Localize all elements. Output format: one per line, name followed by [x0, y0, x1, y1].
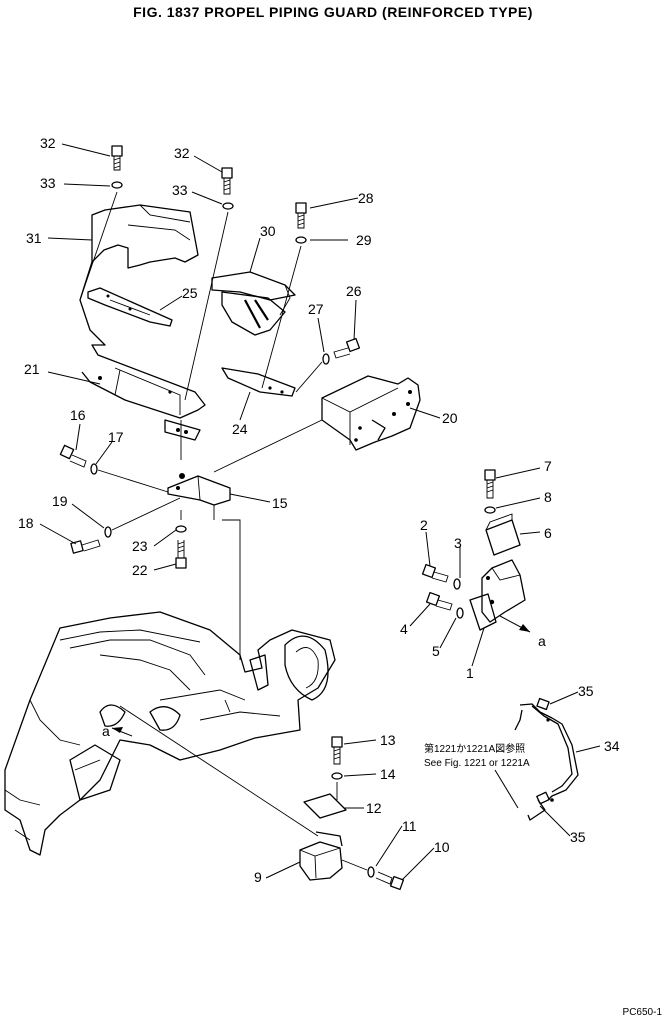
callout-3: 3 [454, 535, 462, 551]
callout-29: 29 [356, 232, 372, 248]
bolt-10 [375, 871, 405, 891]
plate-25 [87, 287, 173, 327]
bolt-2 [421, 563, 449, 583]
washer-27 [322, 353, 330, 365]
washer-3 [453, 578, 461, 590]
callout-18: 18 [18, 515, 34, 531]
callout-2: 2 [420, 517, 428, 533]
bolt-7 [484, 469, 496, 499]
washer-17 [90, 463, 98, 475]
track-frame [4, 611, 336, 856]
callout-30: 30 [260, 223, 276, 239]
callout-20: 20 [442, 410, 458, 426]
arrow-a-right [499, 615, 531, 633]
reference-note-en: See Fig. 1221 or 1221A [424, 758, 530, 769]
callout-34: 34 [604, 738, 620, 754]
figure-title: FIG. 1837 PROPEL PIPING GUARD (REINFORCE… [133, 4, 533, 20]
callout-26: 26 [346, 283, 362, 299]
bolt-4 [425, 591, 453, 611]
callout-35-bottom: 35 [570, 829, 586, 845]
callout-1: 1 [466, 665, 474, 681]
callout-22: 22 [132, 562, 148, 578]
guard-30 [211, 271, 296, 397]
callout-labels: 32 33 31 32 33 30 28 29 25 26 27 21 20 2… [18, 135, 620, 885]
guard-9 [299, 831, 343, 881]
callout-11: 11 [402, 818, 417, 834]
callout-31: 31 [26, 230, 42, 246]
washer-8 [484, 506, 496, 514]
callout-32-center: 32 [174, 145, 190, 161]
callout-8: 8 [544, 489, 552, 505]
callout-33-center: 33 [172, 182, 188, 198]
callout-28: 28 [358, 190, 374, 206]
callout-10: 10 [434, 839, 450, 855]
callout-14: 14 [380, 766, 396, 782]
plate-12 [303, 793, 347, 819]
bolt-18 [70, 539, 101, 554]
bolt-22 [175, 540, 187, 569]
bolt-16 [59, 444, 87, 468]
callout-16: 16 [70, 407, 86, 423]
callout-4: 4 [400, 621, 408, 637]
callout-32-left: 32 [40, 135, 56, 151]
assembly-lines-lower [119, 705, 368, 871]
bolt-32a [111, 145, 123, 171]
callout-9: 9 [254, 869, 262, 885]
callout-15: 15 [272, 495, 288, 511]
callout-12: 12 [366, 800, 382, 816]
washer-14 [331, 772, 343, 780]
callout-33-left: 33 [40, 175, 56, 191]
hose-assembly-34 [514, 697, 579, 821]
washer-33a [111, 181, 123, 189]
callout-24: 24 [232, 421, 248, 437]
leader-lines [39, 143, 601, 881]
bracket-15 [167, 473, 231, 520]
callout-19: 19 [52, 493, 68, 509]
callout-27: 27 [308, 301, 324, 317]
callout-17: 17 [108, 429, 124, 445]
bolt-32b [221, 167, 233, 195]
guard-6 [485, 513, 521, 556]
washer-11 [367, 866, 375, 878]
callout-35-top: 35 [578, 683, 594, 699]
reference-note: 第1221か1221A図参照 See Fig. 1221 or 1221A [424, 742, 530, 809]
callout-7: 7 [544, 458, 552, 474]
guard-plate-31 [79, 204, 206, 441]
callout-5: 5 [432, 643, 440, 659]
callout-a-right: a [538, 633, 546, 649]
bracket-20 [321, 375, 421, 451]
bolt-26 [333, 337, 361, 359]
page-code: PC650-1 [622, 1007, 662, 1018]
callout-13: 13 [380, 732, 396, 748]
washer-5 [456, 607, 464, 619]
assembly-lines-upper [79, 191, 323, 660]
arrow-a-left [111, 727, 133, 737]
washer-23 [175, 525, 187, 533]
washer-19 [104, 526, 112, 538]
callout-25: 25 [182, 285, 198, 301]
callout-a-left: a [102, 723, 110, 739]
reference-note-jp: 第1221か1221A図参照 [424, 742, 525, 755]
callout-21: 21 [24, 361, 40, 377]
bolt-28 [295, 202, 307, 229]
bolt-13 [331, 736, 343, 765]
callout-23: 23 [132, 538, 148, 554]
bracket-1 [469, 559, 526, 631]
callout-6: 6 [544, 525, 552, 541]
washer-33b [222, 202, 234, 210]
washer-29 [295, 236, 307, 244]
